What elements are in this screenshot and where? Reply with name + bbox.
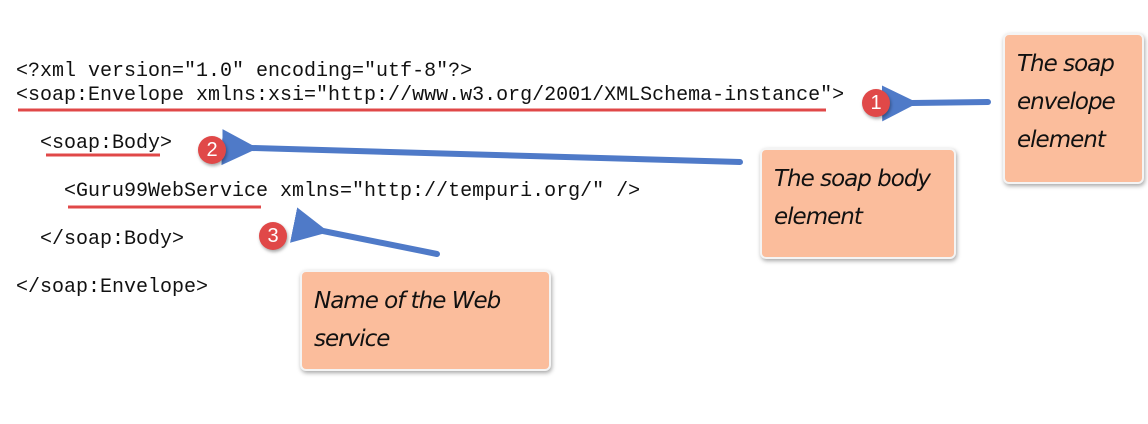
body-close-tag: </soap:Body>	[40, 228, 185, 251]
badge-2: 2	[198, 136, 226, 164]
note-service: Name of the Web service	[300, 270, 551, 371]
note-envelope: The soap envelope element	[1003, 33, 1144, 184]
badge-1: 1	[862, 89, 890, 117]
web-service-tag: <Guru99WebService xmlns="http://tempuri.…	[64, 180, 641, 203]
envelope-close-tag: </soap:Envelope>	[16, 276, 209, 299]
arrow-1	[881, 85, 991, 122]
badge-3: 3	[259, 222, 287, 250]
body-open-tag: <soap:Body>	[40, 132, 173, 155]
note-body: The soap body element	[760, 148, 956, 259]
arrow-2	[221, 129, 743, 166]
envelope-open-tag: <soap:Envelope xmlns:xsi="http://www.w3.…	[16, 84, 845, 107]
arrow-3	[290, 207, 440, 257]
xml-declaration: <?xml version="1.0" encoding="utf-8"?>	[16, 60, 473, 83]
